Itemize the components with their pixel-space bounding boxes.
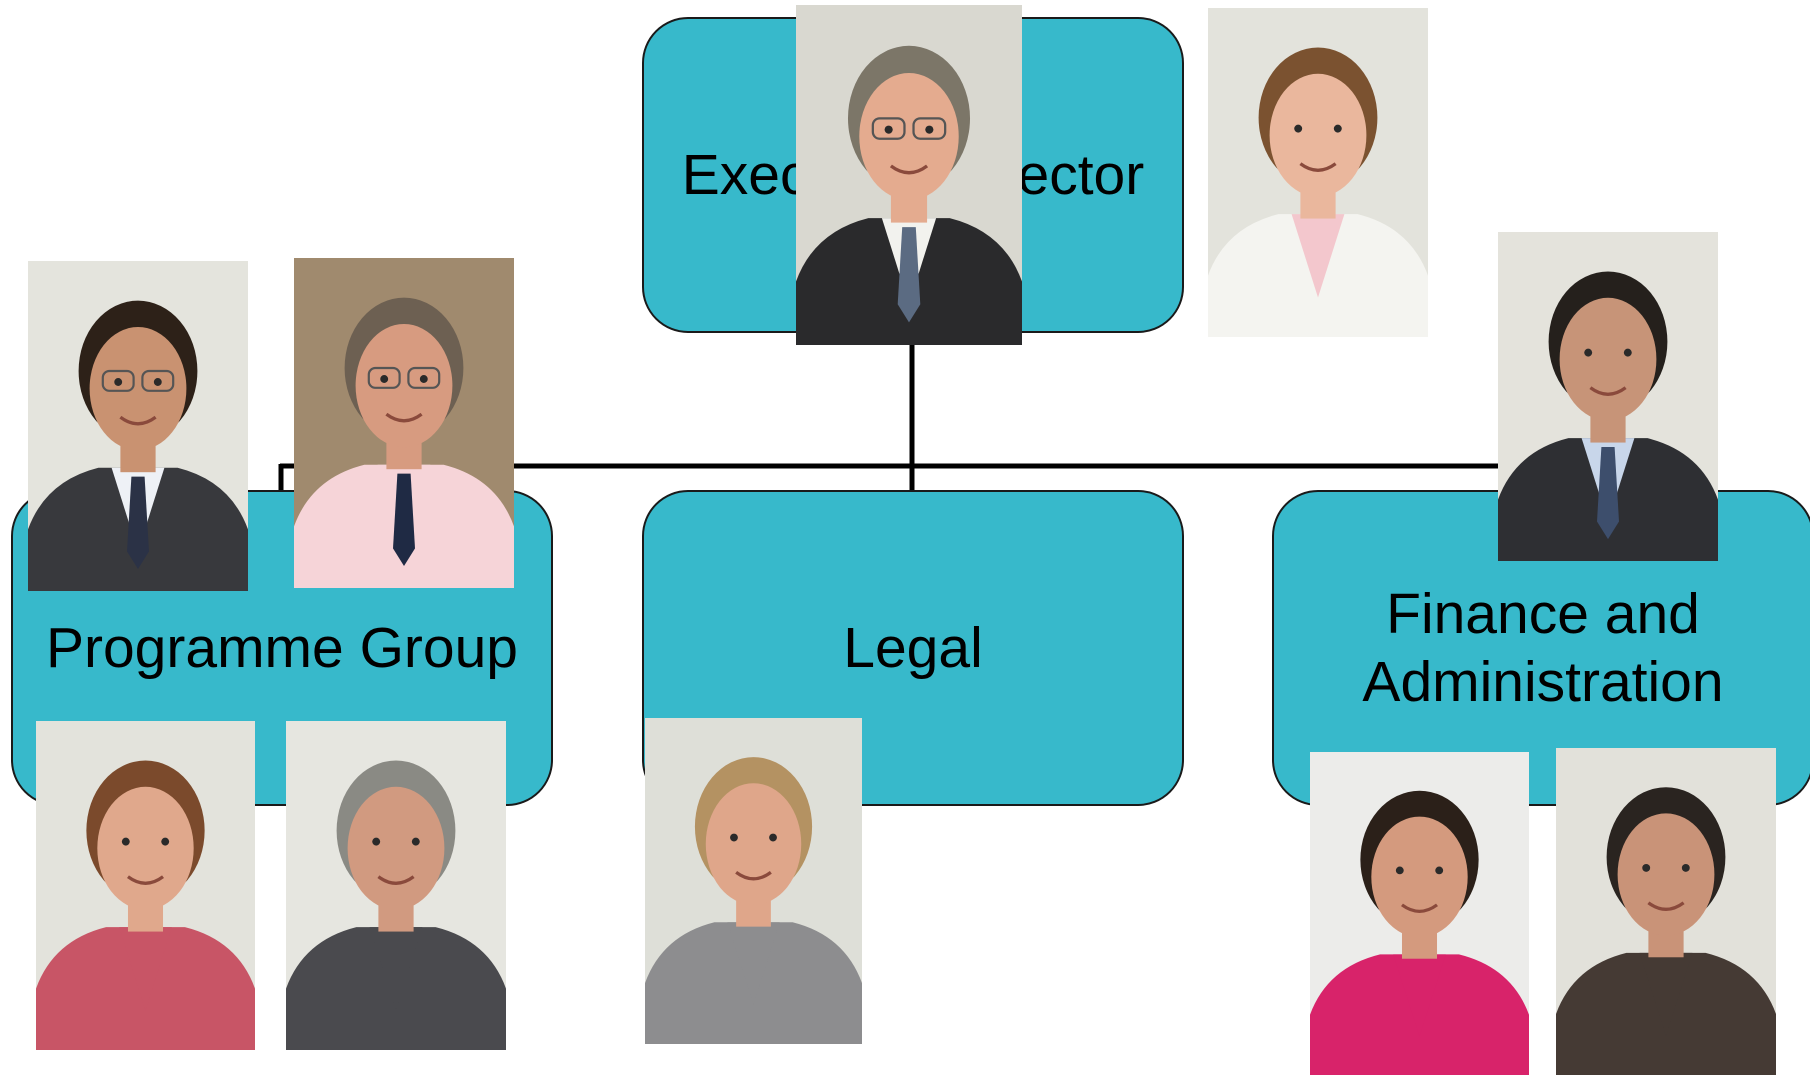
- label-finance-administration: Finance and Administration: [1362, 581, 1724, 714]
- photo-programme-2: [294, 258, 514, 588]
- photo-executive-director: [796, 5, 1022, 345]
- photo-finance-head: [1498, 232, 1718, 561]
- photo-legal-1: [645, 718, 862, 1044]
- photo-programme-4: [286, 721, 506, 1050]
- photo-finance-2: [1556, 748, 1776, 1075]
- photo-programme-1: [28, 261, 248, 591]
- photo-assistant: [1208, 8, 1428, 337]
- photo-programme-3: [36, 721, 255, 1050]
- label-programme-group: Programme Group: [45, 615, 518, 680]
- label-legal: Legal: [843, 615, 983, 680]
- photo-finance-1: [1310, 752, 1529, 1075]
